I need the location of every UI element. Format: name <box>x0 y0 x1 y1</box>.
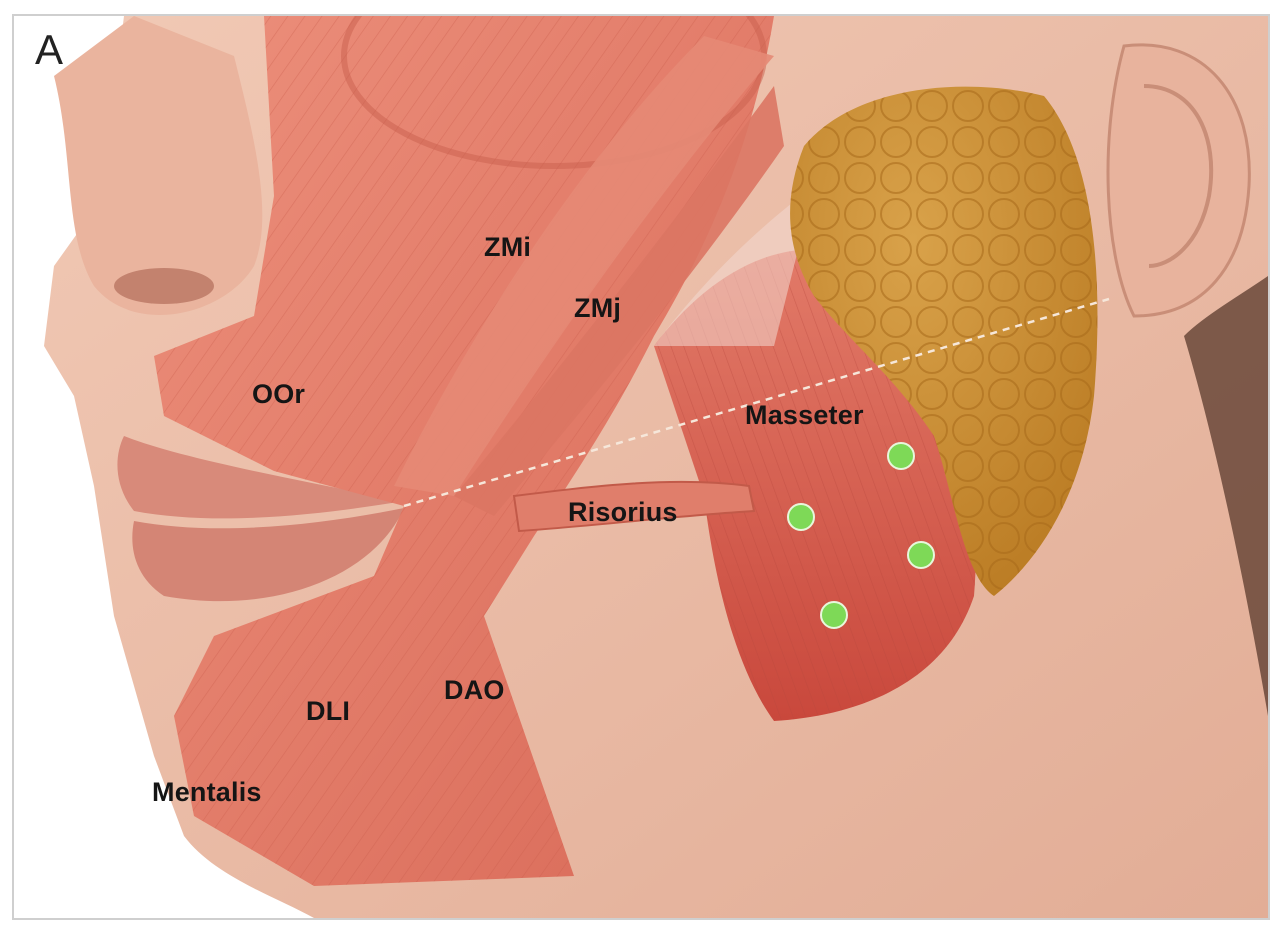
injection-point <box>787 503 815 531</box>
mouth-to-ear-guide-line <box>403 297 1110 508</box>
label-masseter: Masseter <box>745 400 864 430</box>
nose <box>54 16 263 315</box>
ear <box>1106 43 1251 318</box>
figure-frame: A ZMi ZMj OOr Masseter Risorius DLI DAO … <box>12 14 1270 920</box>
label-risorius: Risorius <box>568 497 678 527</box>
injection-point <box>887 442 915 470</box>
risorius-muscle <box>512 480 756 533</box>
label-mentalis: Mentalis <box>152 777 262 807</box>
label-dli: DLI <box>306 696 351 726</box>
nostril <box>114 268 214 304</box>
masseter-tendon <box>654 186 814 346</box>
label-oor: OOr <box>252 379 306 409</box>
zygomaticus-major-band <box>454 86 784 516</box>
face-anatomy-illustration <box>14 16 1268 918</box>
label-zmi: ZMi <box>484 232 532 262</box>
parotid-lobules <box>790 86 1098 597</box>
ear-helix <box>1143 84 1214 268</box>
panel-letter: A <box>35 26 64 73</box>
injection-point <box>907 541 935 569</box>
label-zmj: ZMj <box>574 293 622 323</box>
label-dao: DAO <box>444 675 505 705</box>
injection-point <box>820 601 848 629</box>
lower-lip <box>132 508 404 602</box>
zygomaticus-minor-band <box>394 36 774 496</box>
upper-lip <box>117 436 404 519</box>
hair <box>1184 276 1268 716</box>
